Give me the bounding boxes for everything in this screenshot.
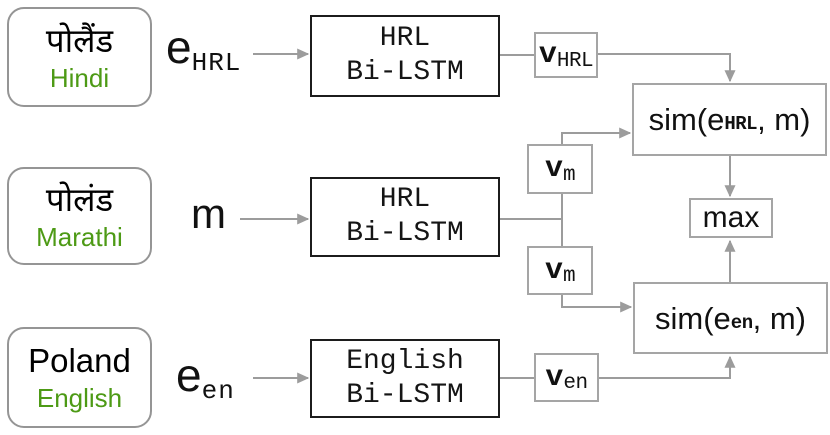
entity-language-english: English [36,383,123,414]
max-label: max [702,201,760,234]
wire-ven-to-sim-en [599,355,736,379]
vector-symbol: v [544,253,563,288]
vector-symbol: v [544,152,563,186]
sim-suffix: , m) [757,102,811,137]
vector-symbol: v [538,38,557,72]
entity-word-marathi: पोलंड [45,180,114,218]
encoder-line1: HRL [379,184,431,216]
max-box: max [689,198,773,238]
encoder-english-bilstm: English Bi-LSTM [310,339,500,418]
entity-word-hindi: पोलैंड [45,21,114,59]
encoder-hrl-bilstm-top: HRL Bi-LSTM [310,15,500,97]
encoder-line2: Bi-LSTM [346,57,464,88]
input-ehrl-subscript: HRL [191,48,242,78]
encoder-line1: English [346,345,464,377]
input-ehrl-symbol: e [166,21,192,73]
sim-subscript: HRL [724,113,758,135]
vector-subscript: en [563,372,588,395]
entity-word-english: Poland [28,342,131,380]
encoder-line2: Bi-LSTM [346,218,464,249]
encoder-line2: Bi-LSTM [346,379,464,411]
input-een-subscript: en [201,376,235,406]
input-ehrl: eHRL [166,21,241,76]
encoder-hrl-bilstm-middle: HRL Bi-LSTM [310,177,500,257]
vector-subscript: m [562,265,576,288]
input-een: een [176,349,235,404]
sim-suffix: , m) [752,300,806,336]
sim-prefix: sim(e [648,102,725,137]
vector-symbol: v [545,360,564,395]
vector-subscript: HRL [556,49,594,73]
input-m-symbol: m [191,190,226,237]
sim-subscript: en [730,311,753,334]
sim-prefix: sim(e [655,300,731,336]
wire-vhrl-to-sim-hrl [598,53,736,83]
input-m: m [191,193,226,235]
input-een-symbol: e [176,349,202,401]
vector-subscript: m [562,163,576,187]
wire-vm-top-to-sim-hrl [561,127,632,145]
encoder-line1: HRL [379,23,431,55]
entity-card-hindi: पोलैंड Hindi [7,7,152,107]
entity-card-english: Poland English [7,327,152,428]
entity-card-marathi: पोलंड Marathi [7,167,152,265]
wire-vm-bottom-to-sim-en [561,294,633,313]
entity-language-hindi: Hindi [49,62,110,93]
entity-language-marathi: Marathi [36,221,123,252]
